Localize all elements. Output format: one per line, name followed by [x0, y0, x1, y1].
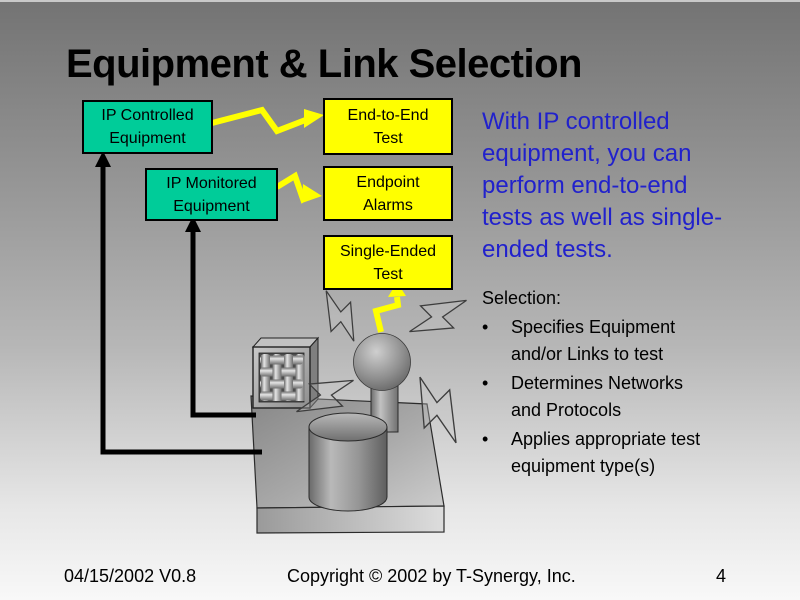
box-ip-controlled-equipment: IP Controlled Equipment	[82, 100, 213, 154]
box-single-ended-test: Single-Ended Test	[323, 235, 453, 290]
selection-list: Selection: • Specifies Equipment and/or …	[482, 285, 782, 480]
box-label: IP Controlled Equipment	[101, 107, 194, 147]
list-item-text: Determines Networks and Protocols	[511, 373, 684, 420]
list-item: • Determines Networks and Protocols	[482, 370, 782, 424]
black-arrow-to-ip-monitored	[185, 216, 256, 418]
bullet-icon: •	[482, 429, 489, 449]
footer-copyright: Copyright © 2002 by T-Synergy, Inc.	[287, 566, 576, 586]
yellow-arrow-controlled-to-endtoend	[211, 106, 324, 135]
black-arrow-to-ip-controlled	[95, 151, 262, 455]
box-label: Endpoint Alarms	[356, 173, 420, 214]
page-title: Equipment & Link Selection	[66, 42, 582, 86]
footer-date-version: 04/15/2002 V0.8	[64, 566, 197, 586]
box-end-to-end-test: End-to-End Test	[323, 98, 453, 155]
box-label: End-to-End Test	[347, 106, 429, 147]
cylinder-graphic	[308, 412, 388, 512]
box-endpoint-alarms: Endpoint Alarms	[323, 166, 453, 221]
bullet-icon: •	[482, 317, 489, 337]
list-item-text: Specifies Equipment and/or Links to test	[511, 317, 676, 364]
sphere-antenna-graphic	[353, 333, 411, 391]
list-item: • Specifies Equipment and/or Links to te…	[482, 314, 782, 368]
list-item: • Applies appropriate test equipment typ…	[482, 426, 782, 480]
box-ip-monitored-equipment: IP Monitored Equipment	[145, 168, 278, 221]
yellow-arrow-monitored-to-alarms	[275, 171, 322, 204]
box-label: Single-Ended Test	[339, 242, 437, 283]
selection-heading: Selection:	[482, 288, 562, 308]
intro-paragraph: With IP controlled equipment, you can pe…	[482, 108, 723, 263]
list-item-text: Applies appropriate test equipment type(…	[511, 429, 701, 476]
footer-page-number: 4	[716, 566, 727, 586]
mesh-filter-panel-graphic	[251, 336, 320, 410]
box-label: IP Monitored Equipment	[166, 174, 257, 215]
lightning-bolt-icon	[400, 278, 476, 354]
bullet-icon: •	[482, 373, 489, 393]
